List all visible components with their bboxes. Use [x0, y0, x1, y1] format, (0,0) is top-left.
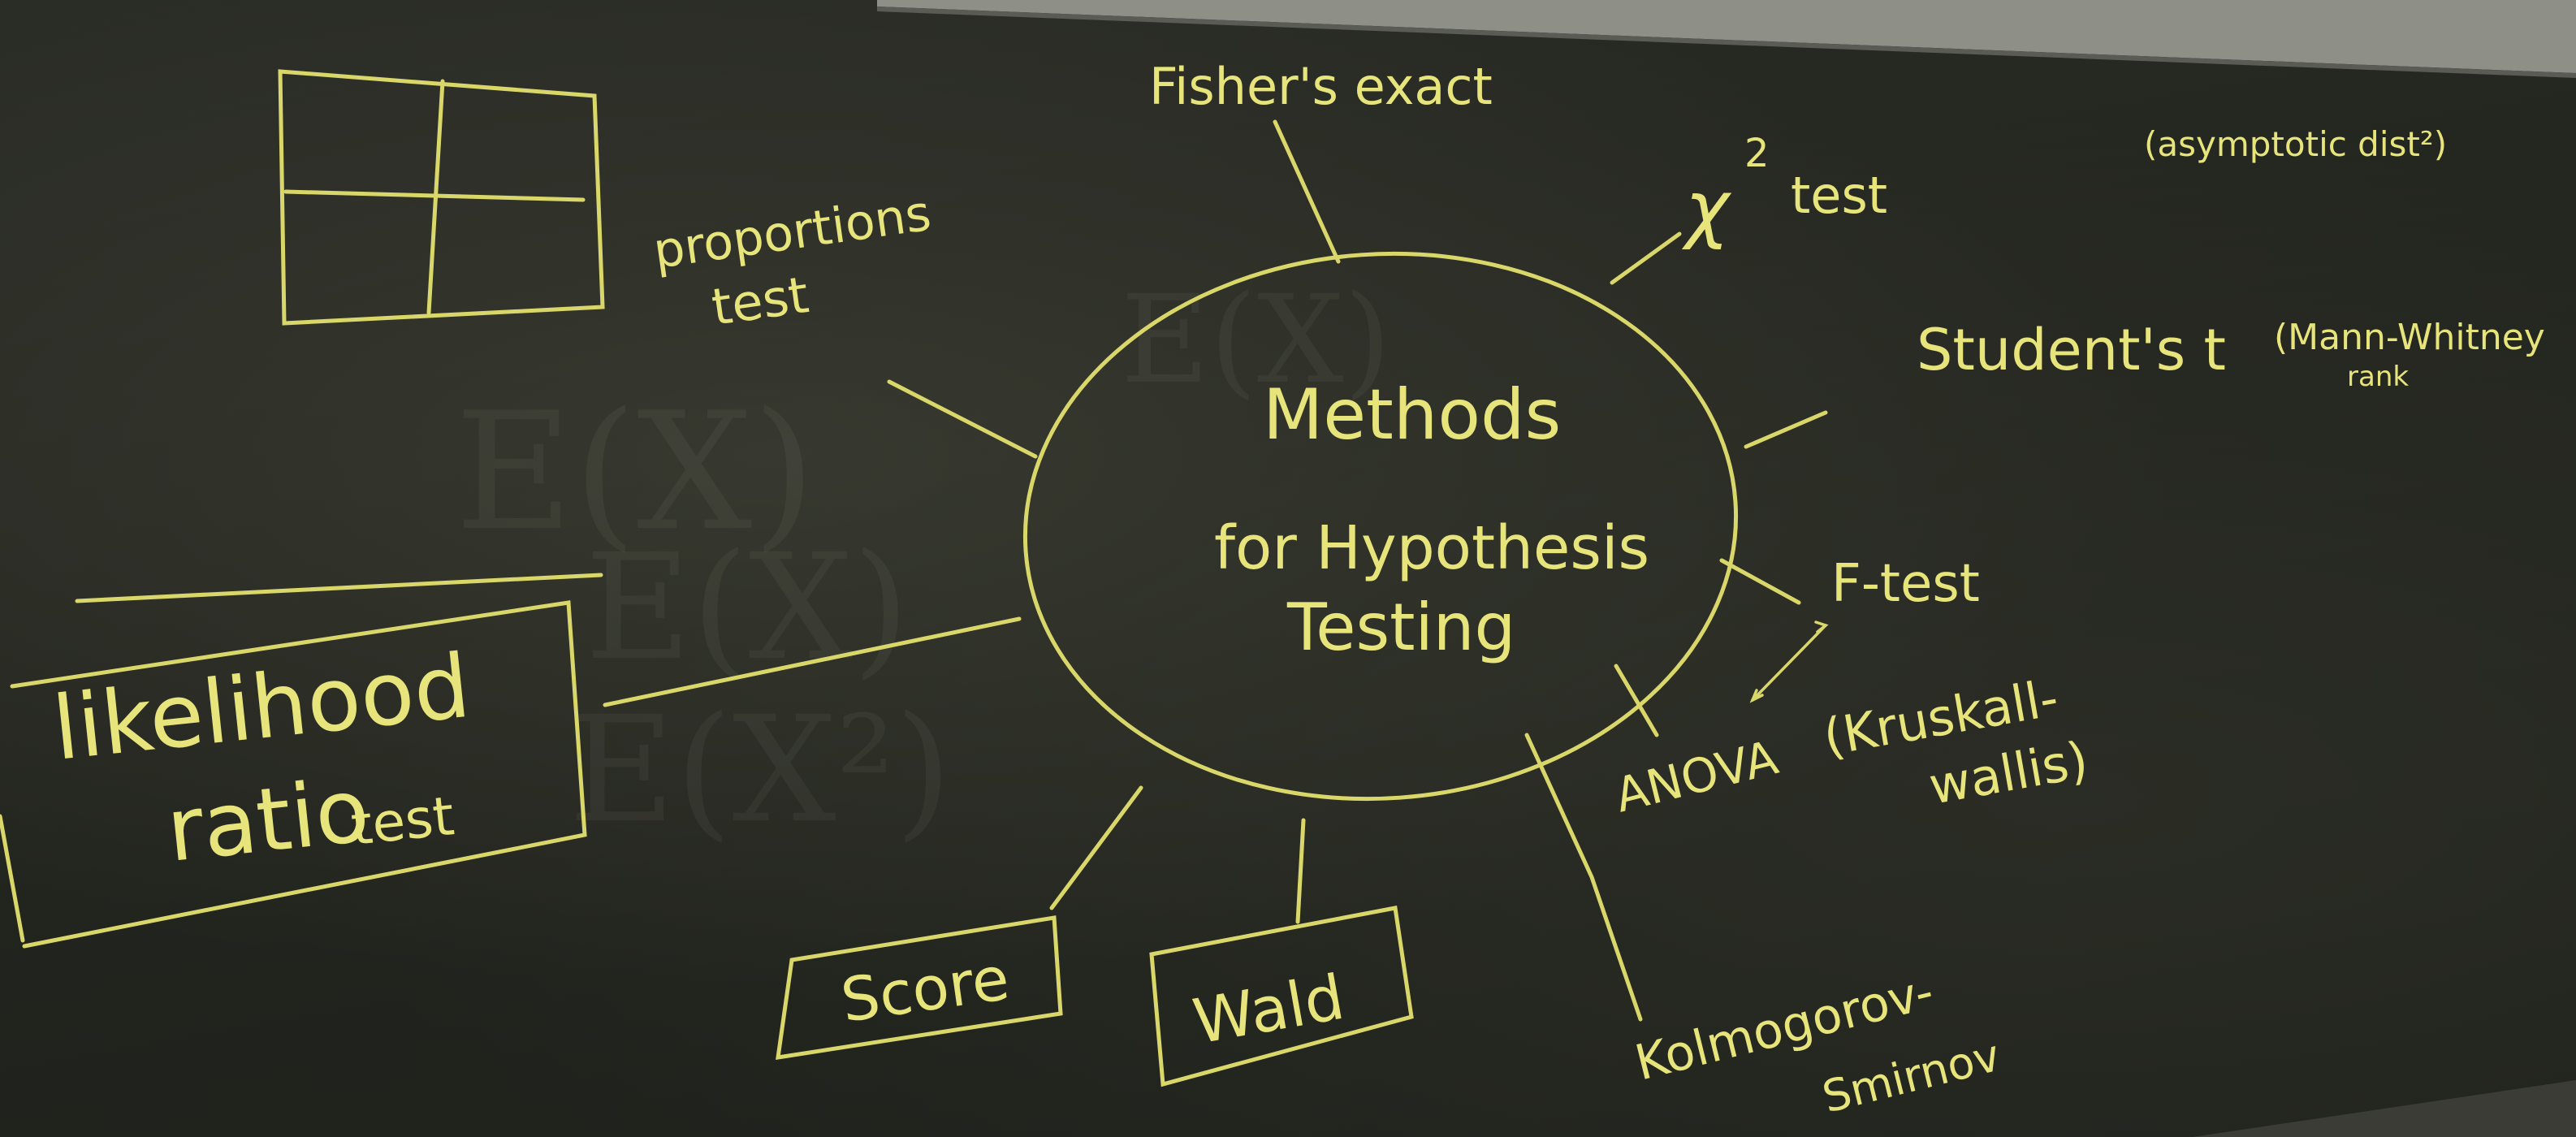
likelihood-ratio-line3: test — [348, 785, 457, 858]
ghost-mark-3: E(X²) — [568, 685, 952, 855]
board-frame-top — [877, 0, 2576, 73]
mann-whitney-line2: rank — [2347, 361, 2409, 393]
chalk-tray — [2193, 1080, 2576, 1137]
proportions-test-line2: test — [708, 265, 812, 337]
likelihood-ratio-line2: ratio — [162, 760, 374, 882]
wald-label: Wald — [1188, 961, 1350, 1058]
spoke-lines — [603, 119, 1829, 1022]
students-t-label: Student's t — [1917, 317, 2226, 383]
anova-label: ANOVA — [1610, 729, 1783, 823]
central-ellipse — [1022, 251, 1739, 802]
ghost-mark-1: E(X) — [455, 378, 815, 567]
chi-square-symbol: χ — [1681, 165, 1732, 252]
likelihood-ratio-line1: likelihood — [49, 636, 475, 780]
f-test-label: F-test — [1831, 554, 1980, 614]
contingency-table-drawing — [278, 69, 605, 326]
score-box: Score — [776, 915, 1063, 1060]
ghost-mark-2: E(X) — [585, 523, 910, 693]
fishers-exact-label: Fisher's exact — [1149, 57, 1493, 116]
wald-box: Wald — [1149, 906, 1414, 1087]
chi-square-test-label: test — [1791, 166, 1887, 225]
score-label: Score — [837, 944, 1014, 1036]
likelihood-ratio-box: likelihood ratio test — [0, 573, 603, 949]
center-title-line2: for Hypothesis — [1214, 513, 1649, 583]
chi-square-exponent: 2 — [1744, 131, 1770, 176]
kolmogorov-smirnov-line2: Smirnov — [1817, 1030, 2005, 1123]
center-title-line3: Testing — [1286, 590, 1515, 665]
mann-whitney-line1: (Mann-Whitney — [2274, 317, 2545, 358]
center-title-line1: Methods — [1263, 374, 1561, 456]
ghost-mark-4: E(X) — [1121, 270, 1391, 411]
asymptotic-note: (asymptotic dist²) — [2144, 124, 2447, 164]
board-frame-shadow — [877, 6, 2576, 78]
